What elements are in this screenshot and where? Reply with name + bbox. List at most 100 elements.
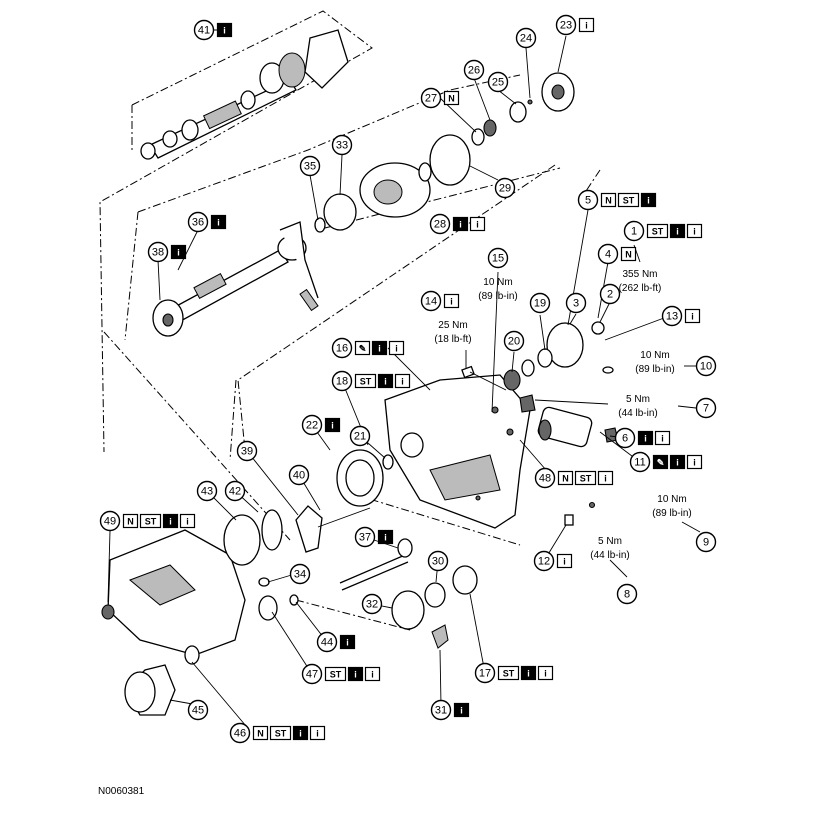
- callout-number: 19: [534, 298, 546, 310]
- spec-10-nm: 10 Nm: [640, 350, 669, 361]
- new-part-badge: N: [443, 90, 460, 106]
- info-badge-label: i: [223, 26, 226, 36]
- callout-circle: [420, 87, 442, 109]
- info-badge: i: [388, 340, 405, 356]
- callout-number: 27: [425, 93, 437, 105]
- callout-number: 17: [479, 668, 491, 680]
- info-badge: i: [162, 513, 179, 529]
- callout-number: 32: [366, 599, 378, 611]
- callout-circle: [236, 440, 258, 462]
- front-case-16: [382, 374, 531, 529]
- special-tool-badge-label: ST: [360, 377, 372, 387]
- callout-number: 18: [336, 376, 348, 388]
- info-badge: i: [292, 725, 309, 741]
- chain-and-sprockets: [339, 501, 596, 649]
- callout-number: 40: [293, 470, 305, 482]
- callout-29: 29: [494, 177, 516, 199]
- callout-34: 34: [289, 563, 311, 585]
- callout-circle: [695, 355, 717, 377]
- info-badge: i: [537, 665, 554, 681]
- info-badge-label: i: [378, 344, 381, 354]
- info-badge: i: [640, 192, 657, 208]
- callout-circle: [597, 243, 619, 265]
- new-part-badge-label: N: [127, 517, 134, 527]
- shaft-assembly-41: [140, 29, 349, 160]
- spec-14-imperial: (18 lb-ft): [434, 334, 471, 345]
- callout-circle: [661, 305, 683, 327]
- callout-number: 13: [666, 311, 678, 323]
- spec-15-imperial: (89 lb-in): [478, 291, 517, 302]
- callout-number: 47: [306, 669, 318, 681]
- callout-3: 3: [565, 292, 587, 314]
- callout-circle: [623, 220, 645, 242]
- callout-circle: [420, 290, 442, 312]
- special-tool-badge-label: ST: [330, 670, 342, 680]
- assembly-outlines: [99, 10, 601, 631]
- gears-top: [314, 72, 575, 233]
- callout-circle: [515, 27, 537, 49]
- info-badge-label: i: [544, 669, 547, 679]
- callout-number: 25: [492, 77, 504, 89]
- callout-number: 44: [321, 637, 333, 649]
- callout-circle: [474, 662, 496, 684]
- callout-9: 9: [695, 531, 717, 553]
- callout-circle: [695, 397, 717, 419]
- info-badge-label: i: [346, 638, 349, 648]
- info-badge: i: [452, 216, 469, 232]
- info-badge: i: [377, 529, 394, 545]
- callout-circle: [193, 19, 215, 41]
- spec-8-nm: 5 Nm: [598, 536, 622, 547]
- callout-number: 16: [336, 343, 348, 355]
- spec-7-imperial: (44 lb-in): [618, 408, 657, 419]
- callout-circle: [99, 510, 121, 532]
- new-part-badge: N: [557, 470, 574, 486]
- callout-circle: [349, 425, 371, 447]
- callout-24: 24: [515, 27, 537, 49]
- callout-circle: [196, 480, 218, 502]
- spec-14-nm: 25 Nm: [438, 320, 467, 331]
- torque-specs: 355 Nm (262 lb-ft) 10 Nm (89 lb-in) 25 N…: [434, 269, 691, 561]
- callout-number: 24: [520, 33, 532, 45]
- info-badge-label: i: [527, 669, 530, 679]
- callout-25: 25: [487, 71, 509, 93]
- info-badge: i: [686, 454, 703, 470]
- sealant-badge: ✎: [652, 454, 669, 470]
- callout-number: 21: [354, 431, 366, 443]
- rear-case-49: [101, 509, 299, 716]
- special-tool-badge-label: ST: [652, 227, 664, 237]
- callout-number: 30: [432, 556, 444, 568]
- output-shaft-38: [152, 221, 319, 337]
- callout-number: 20: [508, 336, 520, 348]
- callout-circle: [331, 337, 353, 359]
- new-part-badge: N: [122, 513, 139, 529]
- special-tool-badge-label: ST: [580, 474, 592, 484]
- info-badge: i: [669, 223, 686, 239]
- special-tool-badge: ST: [646, 223, 669, 239]
- info-badge-label: i: [460, 706, 463, 716]
- info-badge-label: i: [644, 434, 647, 444]
- special-tool-badge: ST: [269, 725, 292, 741]
- callout-circle: [529, 292, 551, 314]
- callout-circle: [301, 414, 323, 436]
- callout-number: 28: [434, 219, 446, 231]
- callout-circle: [629, 451, 651, 473]
- info-badge-label: i: [647, 196, 650, 206]
- callout-19: 19: [529, 292, 551, 314]
- callout-circle: [533, 550, 555, 572]
- info-badge: i: [469, 216, 486, 232]
- callout-20: 20: [503, 330, 525, 352]
- special-tool-badge: ST: [324, 666, 347, 682]
- callout-number: 43: [201, 486, 213, 498]
- spec-7-nm: 5 Nm: [626, 394, 650, 405]
- special-tool-badge-label: ST: [145, 517, 157, 527]
